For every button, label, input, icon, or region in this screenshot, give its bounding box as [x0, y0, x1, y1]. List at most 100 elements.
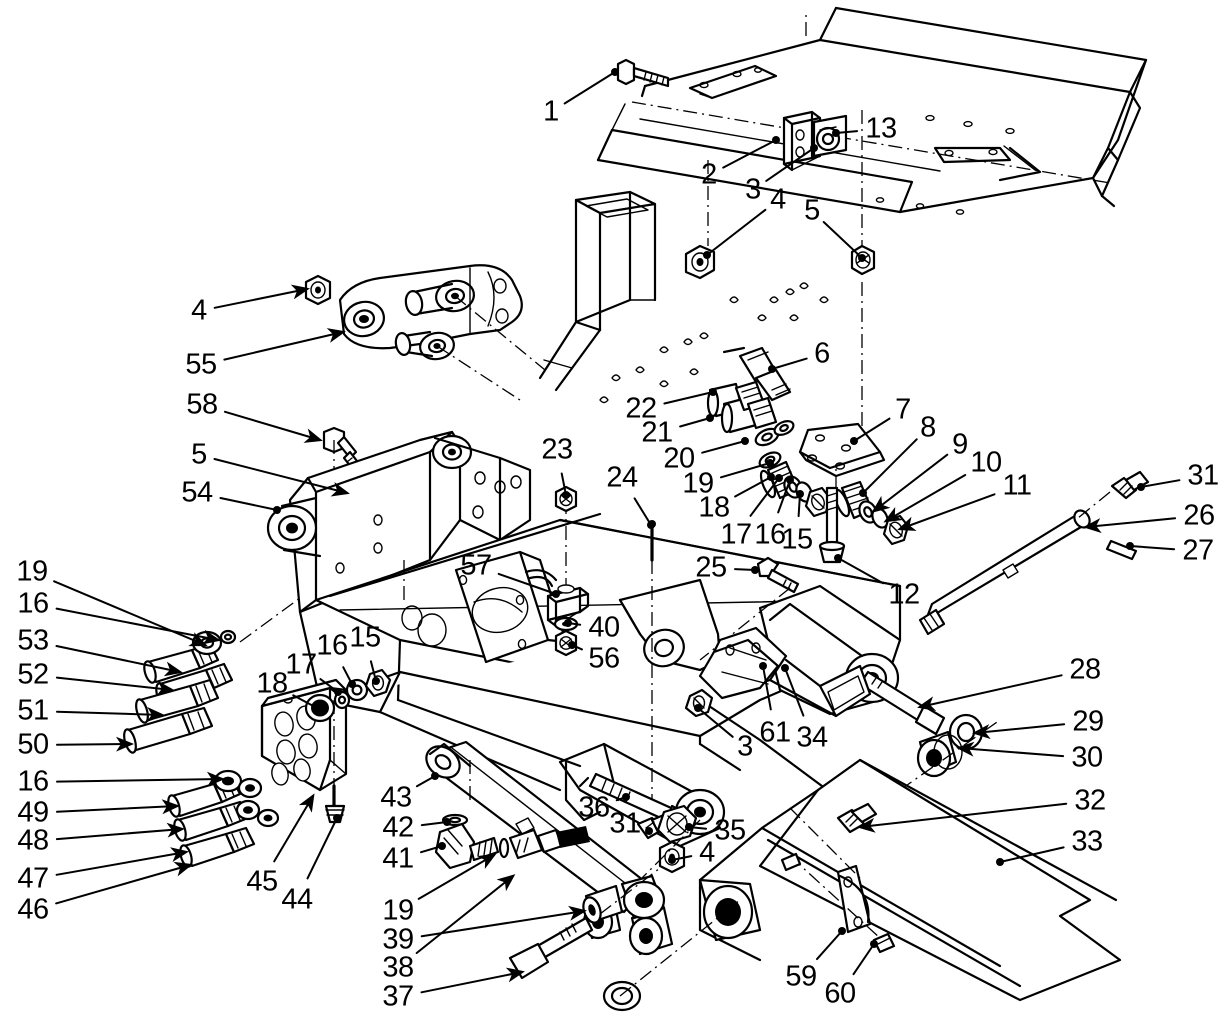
- callout-42: 42: [382, 811, 414, 844]
- leader-20: [701, 436, 750, 454]
- leader-56: [567, 640, 583, 651]
- callout-16: 16: [754, 518, 786, 551]
- leader-39: [420, 905, 587, 938]
- callout-55: 55: [185, 348, 217, 381]
- leader-37: [420, 967, 525, 994]
- leader-30: [956, 741, 1065, 758]
- part-19-washer-cyl: [498, 837, 510, 859]
- part-13-flange-nut: [812, 114, 848, 158]
- part-1-flange-bolt: [616, 58, 670, 88]
- leader-4: [213, 284, 310, 309]
- leader-4: [667, 855, 693, 865]
- leader-16: [55, 607, 221, 645]
- leader-18: [734, 472, 776, 498]
- callout-4: 4: [770, 183, 786, 216]
- leader-12: [833, 553, 885, 585]
- callout-50: 50: [17, 728, 49, 761]
- leader-33: [995, 846, 1065, 867]
- leader-9: [871, 453, 949, 513]
- callout-12: 12: [888, 578, 920, 611]
- callout-19: 19: [382, 894, 414, 927]
- callout-16: 16: [17, 587, 49, 620]
- callout-10: 10: [970, 446, 1002, 479]
- leader-60: [852, 939, 879, 976]
- callout-20: 20: [663, 442, 695, 475]
- leader-26: [1083, 517, 1177, 534]
- callout-33: 33: [1071, 825, 1103, 858]
- leader-52: [55, 676, 175, 696]
- callout-16: 16: [17, 765, 49, 798]
- callout-9: 9: [952, 428, 968, 461]
- callout-51: 51: [17, 694, 49, 727]
- leader-36: [615, 792, 631, 802]
- leader-54: [219, 497, 282, 515]
- callout-36: 36: [578, 791, 610, 824]
- callout-6: 6: [814, 337, 830, 370]
- callout-59: 59: [785, 960, 817, 993]
- leader-1: [563, 67, 620, 105]
- callout-17: 17: [285, 648, 317, 681]
- part-31-grease-fitting-right: [1077, 470, 1150, 519]
- part-55-control-arm: [338, 264, 546, 401]
- leader-17: [749, 473, 784, 517]
- callout-5: 5: [191, 438, 207, 471]
- callout-15: 15: [781, 523, 813, 556]
- leader-16: [777, 475, 795, 514]
- leader-2: [722, 135, 781, 169]
- leader-16: [56, 771, 225, 787]
- part-43-hydraulic-cylinder: [425, 740, 666, 920]
- leader-46: [55, 861, 193, 905]
- part-35-nut: [656, 804, 698, 844]
- callout-57: 57: [460, 549, 492, 582]
- rear-frame-weldment: [538, 6, 1148, 560]
- leader-40: [563, 618, 582, 628]
- leader-3: [765, 143, 819, 182]
- part-39-hose-fitting: [508, 826, 590, 860]
- callout-21: 21: [641, 416, 673, 449]
- callout-18: 18: [256, 667, 288, 700]
- callout-leader-lines: [53, 67, 1181, 994]
- leader-49: [56, 799, 180, 815]
- callout-54: 54: [181, 476, 213, 509]
- callout-15: 15: [349, 621, 381, 654]
- leader-24: [633, 497, 656, 530]
- callout-27: 27: [1182, 534, 1214, 567]
- callout-28: 28: [1069, 653, 1101, 686]
- callout-16: 16: [316, 629, 348, 662]
- callout-41: 41: [382, 842, 414, 875]
- leader-58: [224, 410, 323, 443]
- callout-31: 31: [609, 807, 641, 840]
- leader-15: [795, 489, 805, 518]
- callout-8: 8: [920, 411, 936, 444]
- leader-3: [693, 703, 734, 738]
- leader-42: [420, 817, 452, 827]
- callout-38: 38: [382, 951, 414, 984]
- leader-15: [369, 660, 381, 686]
- callout-18: 18: [698, 491, 730, 524]
- callout-52: 52: [17, 658, 49, 691]
- leader-28: [917, 674, 1063, 712]
- leader-18: [292, 694, 322, 713]
- part-59-screw: [780, 852, 802, 872]
- callout-5: 5: [804, 194, 820, 227]
- leader-8: [858, 438, 918, 498]
- leader-5: [213, 458, 350, 497]
- callout-60: 60: [824, 977, 856, 1010]
- callout-30: 30: [1071, 741, 1103, 774]
- callout-26: 26: [1183, 499, 1215, 532]
- leader-29: [972, 723, 1066, 740]
- callout-46: 46: [17, 893, 49, 926]
- leader-44: [306, 813, 342, 880]
- leader-16: [342, 666, 357, 689]
- callout-4: 4: [699, 836, 715, 869]
- leader-48: [55, 822, 185, 841]
- callout-1: 1: [543, 95, 559, 128]
- callout-53: 53: [17, 624, 49, 657]
- callout-7: 7: [895, 393, 911, 426]
- leader-4: [702, 208, 767, 260]
- leader-19: [53, 580, 208, 647]
- leader-47: [55, 847, 189, 876]
- rail-hole-marks: [599, 282, 829, 404]
